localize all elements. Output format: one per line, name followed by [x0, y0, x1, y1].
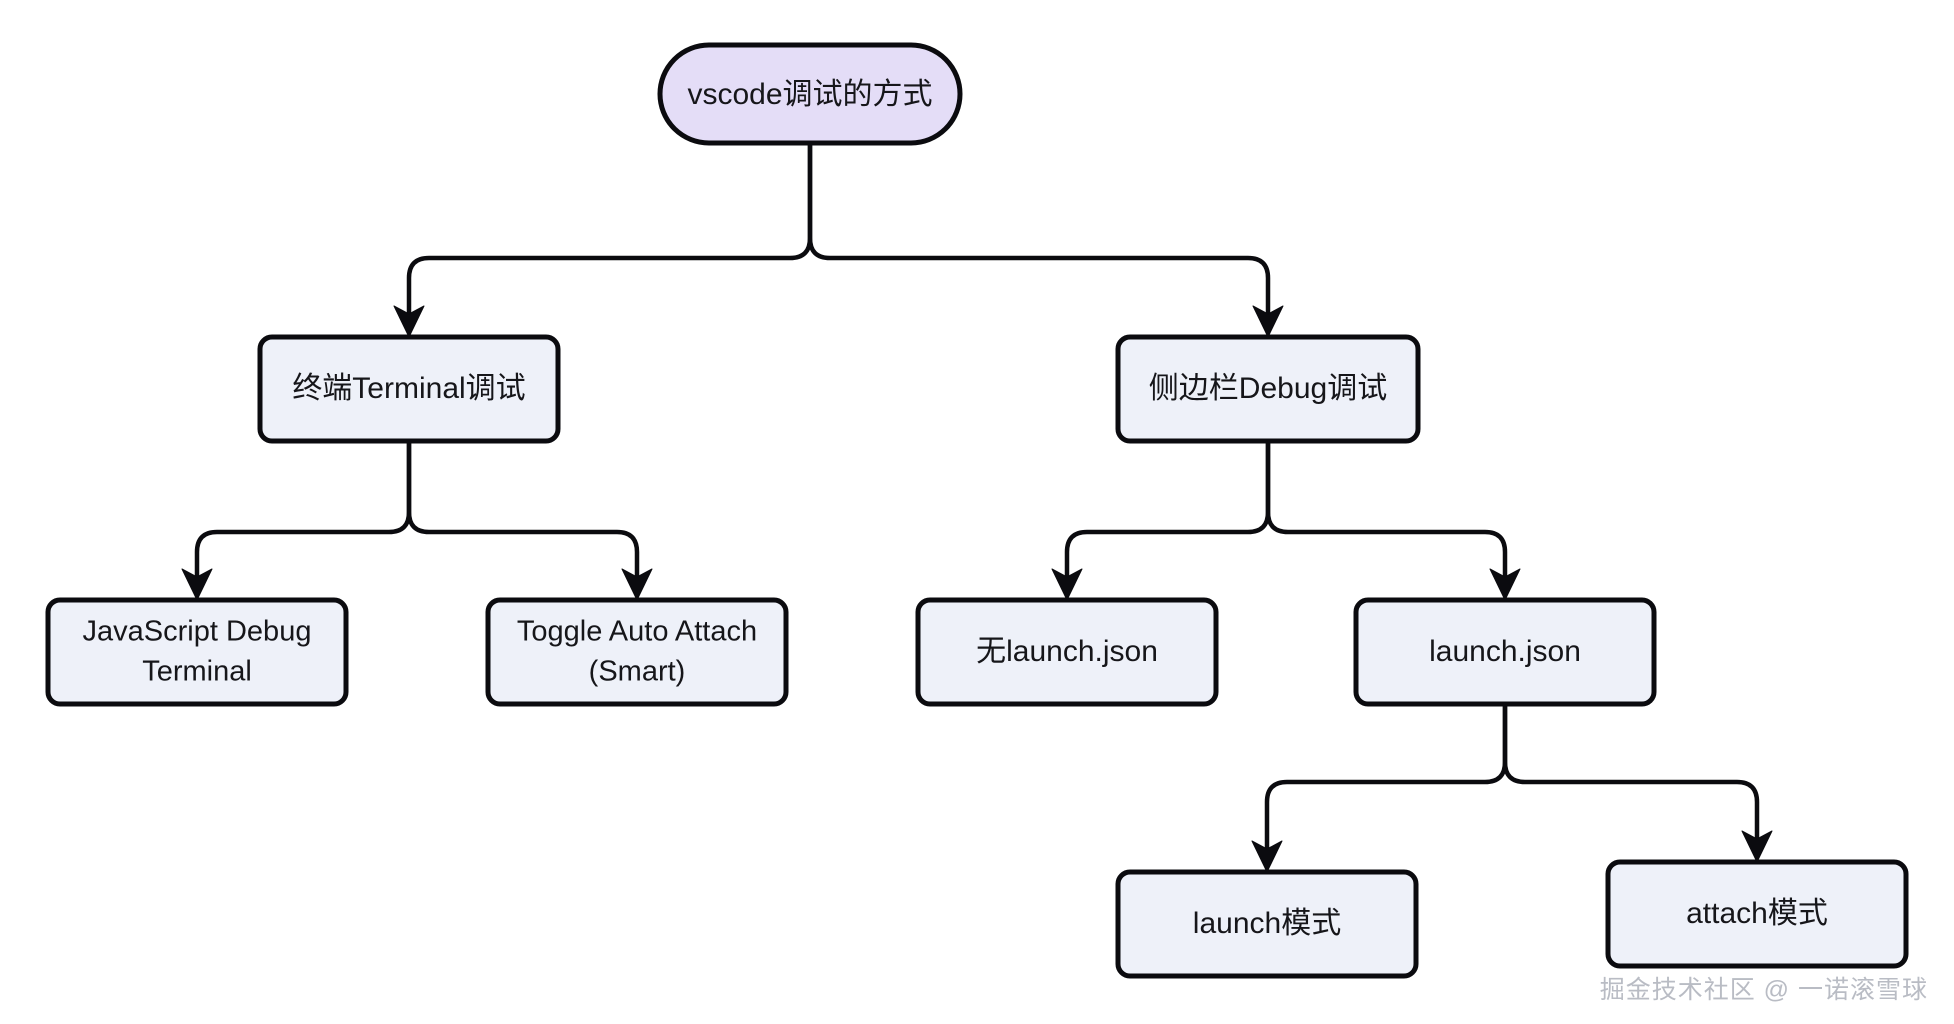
node-toggle-auto-attach-shape[interactable] — [485, 597, 789, 707]
edge-group — [181, 143, 1773, 873]
node-terminal[interactable]: 终端Terminal调试 — [257, 334, 561, 444]
arrowhead-sidebar-to-launchjson — [1489, 568, 1521, 601]
node-launch-mode-label: launch模式 — [1193, 907, 1341, 940]
edge-terminal-to-jsdebug — [194, 441, 412, 579]
edge-sidebar-to-launchjson — [1265, 441, 1508, 579]
node-terminal-label: 终端Terminal调试 — [292, 372, 525, 405]
node-launch-json[interactable]: launch.json — [1353, 597, 1657, 707]
node-attach-mode-label: attach模式 — [1686, 897, 1828, 930]
node-root[interactable]: vscode调试的方式 — [657, 42, 963, 146]
arrowhead-root-to-sidebar — [1252, 305, 1284, 338]
edge-root-to-sidebar — [807, 143, 1271, 316]
node-attach-mode[interactable]: attach模式 — [1605, 859, 1909, 969]
arrowhead-terminal-to-autoattach — [621, 568, 653, 601]
node-launch-mode-shape[interactable] — [1115, 869, 1419, 979]
arrowhead-sidebar-to-nolaunch — [1051, 568, 1083, 601]
node-js-debug-terminal-label-line1: JavaScript Debug — [83, 616, 312, 648]
node-js-debug-terminal-label-line2: Terminal — [142, 656, 252, 688]
node-launch-mode[interactable]: launch模式 — [1115, 869, 1419, 979]
node-toggle-auto-attach[interactable]: Toggle Auto Attach (Smart) — [485, 597, 789, 707]
node-no-launch-json-shape[interactable] — [915, 597, 1219, 707]
node-root-label: vscode调试的方式 — [687, 78, 932, 111]
node-launch-json-shape[interactable] — [1353, 597, 1657, 707]
edge-terminal-to-autoattach — [406, 441, 640, 579]
arrowhead-root-to-terminal — [393, 305, 425, 338]
node-sidebar[interactable]: 侧边栏Debug调试 — [1115, 334, 1421, 444]
node-toggle-auto-attach-label-line1: Toggle Auto Attach — [517, 616, 757, 648]
node-js-debug-terminal[interactable]: JavaScript Debug Terminal — [45, 597, 349, 707]
node-sidebar-shape[interactable] — [1115, 334, 1421, 444]
edge-launchjson-to-launchmode — [1264, 704, 1508, 851]
node-no-launch-json[interactable]: 无launch.json — [915, 597, 1219, 707]
node-root-shape[interactable] — [657, 42, 963, 146]
node-launch-json-label: launch.json — [1429, 635, 1581, 668]
node-js-debug-terminal-shape[interactable] — [45, 597, 349, 707]
watermark-text: 掘金技术社区 @ 一诺滚雪球 — [1599, 976, 1928, 1004]
edge-launchjson-to-attachmode — [1502, 704, 1760, 841]
edge-sidebar-to-nolaunch — [1064, 441, 1271, 579]
node-sidebar-label: 侧边栏Debug调试 — [1149, 372, 1387, 405]
node-attach-mode-shape[interactable] — [1605, 859, 1909, 969]
node-toggle-auto-attach-label-line2: (Smart) — [589, 656, 686, 688]
edge-root-to-terminal — [406, 143, 813, 316]
node-terminal-shape[interactable] — [257, 334, 561, 444]
arrowhead-launchjson-to-launchmode — [1251, 840, 1283, 873]
arrowhead-terminal-to-jsdebug — [181, 568, 213, 601]
node-no-launch-json-label: 无launch.json — [976, 635, 1158, 668]
arrowhead-launchjson-to-attachmode — [1741, 830, 1773, 863]
